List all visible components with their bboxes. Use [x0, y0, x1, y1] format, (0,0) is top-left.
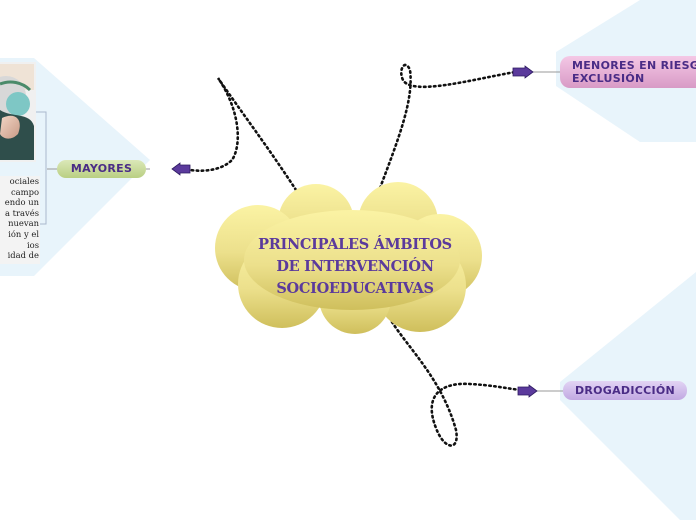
topic-mayores[interactable]: MAYORES	[57, 160, 146, 178]
arrow-icon-drogadiccion	[517, 384, 538, 398]
note-line: ios	[26, 239, 39, 250]
mayores-note-text: ociales campo endo un a través nuevan ió…	[0, 176, 39, 261]
arrow-icon-menores	[512, 65, 534, 79]
central-topic-line: PRINCIPALES ÁMBITOS	[258, 236, 452, 253]
note-line: nuevan	[8, 218, 39, 229]
central-topic-line: SOCIOEDUCATIVAS	[276, 280, 434, 297]
note-line: ión y el	[8, 228, 39, 239]
note-line: ociales	[9, 176, 39, 186]
topic-drogadiccion-label: DROGADICCIÓN	[574, 384, 676, 397]
central-topic-title: PRINCIPALES ÁMBITOS DE INTERVENCIÓN SOCI…	[250, 234, 460, 300]
note-line: endo un	[4, 197, 39, 208]
topic-menores-en-riesgo[interactable]: MENORES EN RIESG EXCLUSIÓN	[560, 56, 696, 88]
note-line: idad de	[7, 250, 39, 261]
central-topic-cloud[interactable]	[215, 182, 482, 334]
arrow-icon-mayores	[171, 162, 191, 176]
connector-mayores	[188, 77, 298, 192]
connector-menores	[378, 63, 517, 190]
connector-drogadiccion	[390, 320, 522, 447]
mayores-bracket	[36, 111, 47, 225]
note-line: a través	[4, 207, 39, 218]
topic-drogadiccion[interactable]: DROGADICCIÓN	[563, 381, 687, 400]
topic-menores-label-line: EXCLUSIÓN	[572, 72, 645, 85]
mayores-photo	[0, 62, 36, 162]
topic-menores-label-line: MENORES EN RIESG	[572, 59, 696, 72]
mayores-note[interactable]: ociales campo endo un a través nuevan ió…	[0, 176, 40, 264]
note-line: campo	[10, 186, 39, 197]
central-topic-line: DE INTERVENCIÓN	[276, 258, 434, 275]
topic-mayores-label: MAYORES	[70, 162, 133, 175]
